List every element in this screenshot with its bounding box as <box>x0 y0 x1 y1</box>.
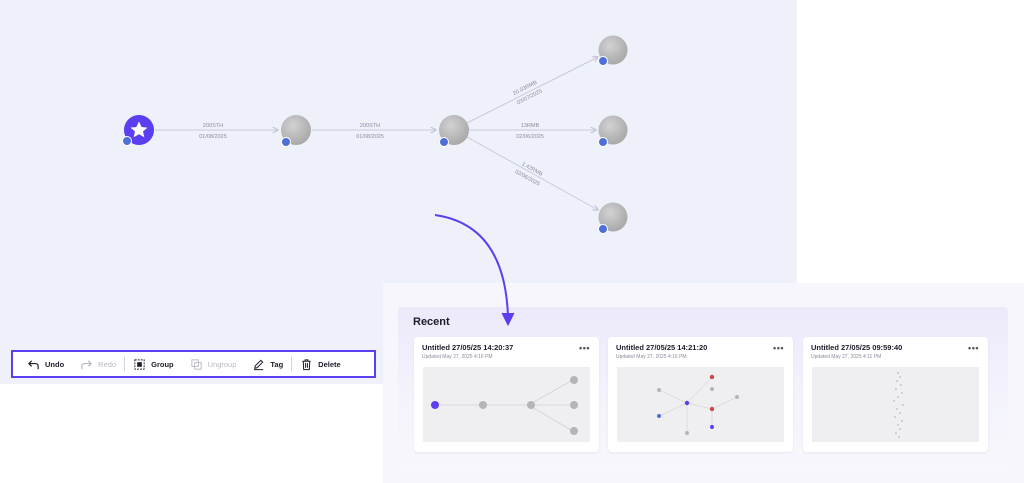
card-updated: Updated May 27, 2025 4:16 PM <box>422 354 493 360</box>
redo-label: Redo <box>98 359 117 369</box>
recent-card[interactable]: Untitled 27/05/25 14:20:37 Updated May 2… <box>414 337 599 452</box>
toolbar-divider <box>124 357 126 371</box>
edge-label-date: 01/08/2025 <box>356 134 384 140</box>
undo-label: Undo <box>45 359 65 369</box>
recent-card[interactable]: Untitled 27/05/25 14:21:20 Updated May 2… <box>608 337 793 452</box>
delete-label: Delete <box>318 359 341 369</box>
card-updated: Updated May 27, 2025 4:16 PM <box>616 354 687 360</box>
redo-button[interactable]: Redo <box>72 352 124 376</box>
graph-node[interactable] <box>598 202 628 234</box>
graph-edge[interactable] <box>466 57 598 124</box>
node-badge-icon <box>598 224 608 234</box>
edge-label-amount: 13RMB <box>521 123 540 129</box>
node-badge-icon <box>598 137 608 147</box>
tag-button[interactable]: Tag <box>244 352 291 376</box>
undo-button[interactable]: Undo <box>19 352 72 376</box>
node-badge-icon <box>122 136 132 146</box>
edge-label-date: 01/08/2025 <box>199 134 227 140</box>
card-updated: Updated May 27, 2025 4:11 PM <box>811 354 882 360</box>
toolbar-divider <box>291 357 293 371</box>
card-thumbnail <box>423 367 590 442</box>
undo-icon <box>28 359 39 369</box>
pencil-icon <box>254 359 264 370</box>
graph-node[interactable] <box>439 115 469 147</box>
card-thumbnail <box>812 367 979 442</box>
card-title: Untitled 27/05/25 14:21:20 <box>616 343 708 352</box>
edge-label-amount: 200STH <box>203 123 223 129</box>
more-options-icon[interactable]: ••• <box>579 343 590 353</box>
card-title: Untitled 27/05/25 09:59:40 <box>811 343 903 352</box>
graph-node[interactable] <box>281 115 311 147</box>
more-options-icon[interactable]: ••• <box>968 343 979 353</box>
node-badge-icon <box>439 137 449 147</box>
ungroup-label: Ungroup <box>207 359 237 369</box>
graph-edge[interactable] <box>466 136 598 210</box>
recent-heading: Recent <box>413 316 450 328</box>
tag-label: Tag <box>270 359 284 369</box>
ungroup-button[interactable]: Ungroup <box>182 352 245 376</box>
node-badge-icon <box>598 56 608 66</box>
ungroup-icon <box>191 358 202 370</box>
more-options-icon[interactable]: ••• <box>773 343 784 353</box>
redo-icon <box>81 359 93 369</box>
card-title: Untitled 27/05/25 14:20:37 <box>422 343 514 352</box>
trash-icon <box>302 358 311 370</box>
star-icon <box>130 121 148 138</box>
graph-node[interactable] <box>598 35 628 66</box>
graph-node[interactable] <box>598 115 628 147</box>
recent-card[interactable]: Untitled 27/05/25 09:59:40 Updated May 2… <box>803 337 988 452</box>
group-label: Group <box>151 359 174 369</box>
group-icon <box>134 358 145 370</box>
card-thumbnail <box>617 367 784 442</box>
graph-node-source[interactable] <box>122 115 155 146</box>
node-badge-icon <box>281 137 291 147</box>
transition-arrow <box>434 214 515 327</box>
edge-label-amount: 200STH <box>360 123 380 129</box>
delete-button[interactable]: Delete <box>292 352 349 376</box>
edge-label-date: 02/06/2025 <box>516 134 544 140</box>
transaction-graph[interactable]: 200STH 01/08/2025 200STH 01/08/2025 20.0… <box>0 0 797 384</box>
group-button[interactable]: Group <box>125 352 182 376</box>
graph-toolbar: Undo Redo Group Ungroup Tag Delete <box>11 350 376 378</box>
